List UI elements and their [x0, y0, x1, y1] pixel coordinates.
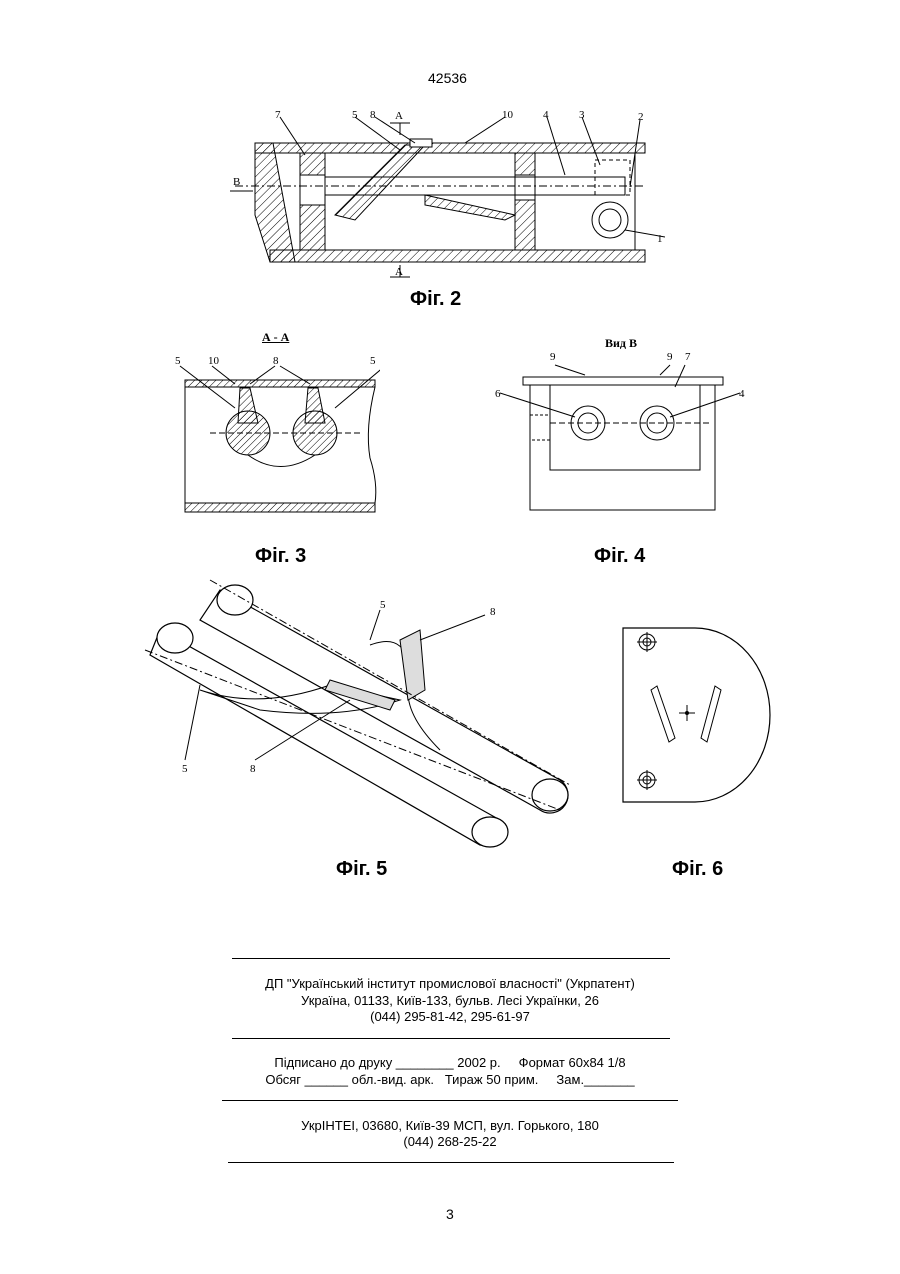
fig3-label: 10: [208, 355, 220, 367]
footer-rule: [232, 958, 670, 959]
fig2-label: 2: [638, 111, 644, 123]
figure-6-caption: Фіг. 6: [672, 858, 723, 881]
footer-rule: [232, 1038, 670, 1039]
fig4-label: 9: [667, 351, 673, 363]
footer-rule: [222, 1100, 678, 1101]
patent-number: 42536: [428, 70, 467, 86]
publisher-line-3: (044) 295-81-42, 295-61-97: [200, 1009, 700, 1024]
figure-3-section-title: А - А: [262, 330, 289, 345]
printer-line-1: УкрІНТЕІ, 03680, Київ-39 МСП, вул. Горьк…: [200, 1118, 700, 1133]
fig4-label: 4: [739, 388, 745, 400]
fig5-label: 5: [182, 763, 188, 775]
fig2-label: 10: [502, 109, 514, 121]
figure-5-caption: Фіг. 5: [336, 858, 387, 881]
publisher-line-1: ДП "Український інститут промислової вла…: [200, 976, 700, 991]
figure-5-drawing: 5 8 5 8: [140, 570, 580, 850]
page-number: 3: [446, 1206, 454, 1222]
printer-line-2: (044) 268-25-22: [200, 1134, 700, 1149]
fig4-label: 9: [550, 351, 556, 363]
fig3-label: 5: [370, 355, 376, 367]
fig4-label: 6: [495, 388, 501, 400]
fig2-label: 1: [657, 233, 663, 245]
fig2-label: А: [395, 266, 403, 278]
publisher-line-2: Україна, 01133, Київ-133, бульв. Лесі Ук…: [200, 993, 700, 1008]
fig5-label: 5: [380, 599, 386, 611]
figure-4-caption: Фіг. 4: [594, 545, 645, 568]
fig2-label: 5: [352, 109, 358, 121]
fig3-label: 5: [175, 355, 181, 367]
figure-4-drawing: 9 9 7 6 4: [495, 345, 755, 515]
fig2-label: В: [233, 176, 240, 188]
figure-3-drawing: 5 10 8 5: [170, 348, 380, 523]
figure-2-caption: Фіг. 2: [410, 288, 461, 311]
print-line-1: Підписано до друку ________ 2002 р. Форм…: [200, 1055, 700, 1070]
figure-6-drawing: [615, 620, 785, 805]
fig2-label: 3: [579, 109, 585, 121]
footer-rule: [228, 1162, 674, 1163]
fig2-label: 4: [543, 109, 549, 121]
fig5-label: 8: [250, 763, 256, 775]
fig3-label: 8: [273, 355, 279, 367]
fig5-label: 8: [490, 606, 496, 618]
figure-2-drawing: 7 5 8 А 10 4 3 2 В 1 А: [225, 105, 665, 285]
print-line-2: Обсяг ______ обл.-вид. арк. Тираж 50 при…: [200, 1072, 700, 1087]
fig2-label: А: [395, 110, 403, 122]
figure-3-caption: Фіг. 3: [255, 545, 306, 568]
fig4-label: 7: [685, 351, 691, 363]
fig2-label: 8: [370, 109, 376, 121]
fig2-label: 7: [275, 109, 281, 121]
